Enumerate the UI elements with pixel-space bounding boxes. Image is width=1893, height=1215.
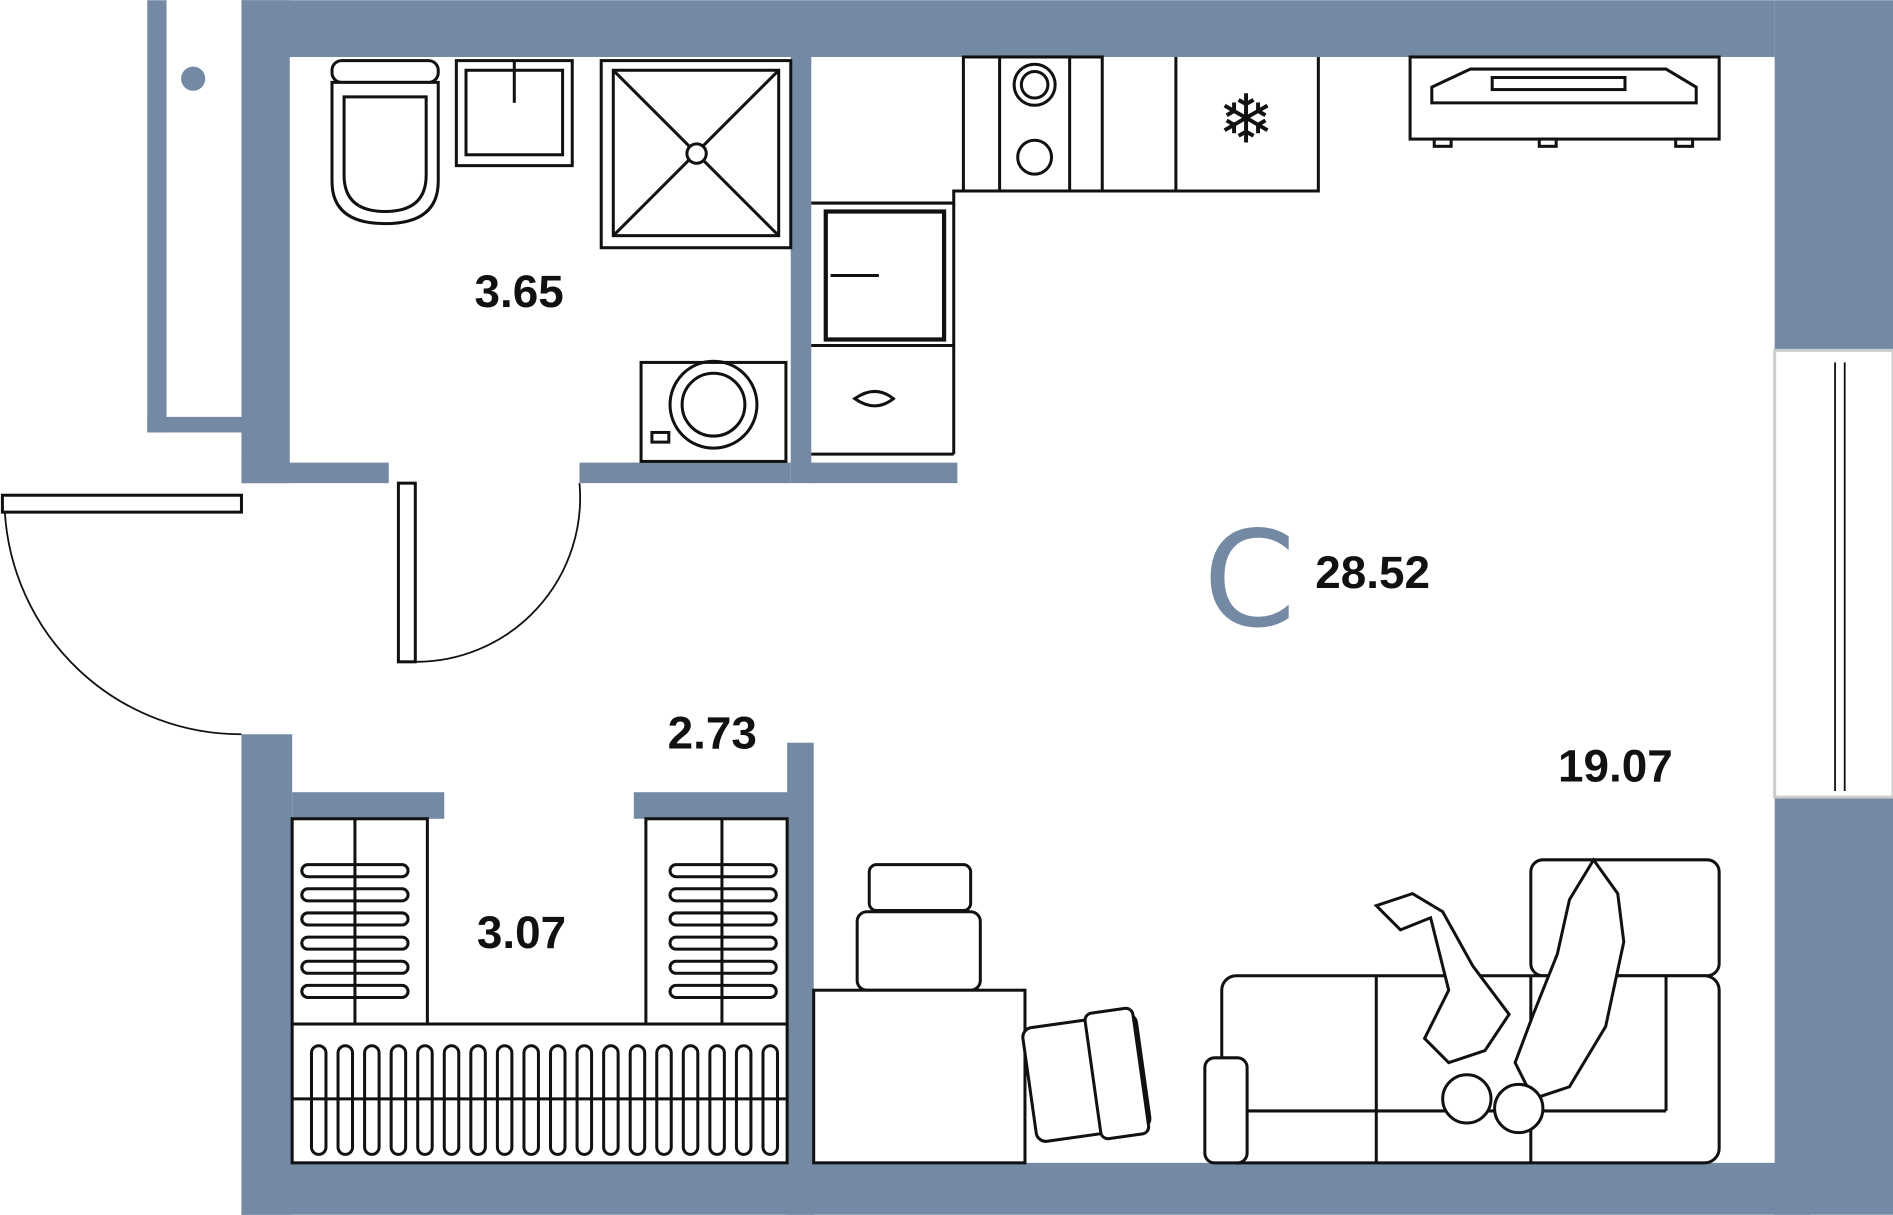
sink (454, 59, 574, 168)
washing-machine (639, 359, 788, 463)
people-figures (1373, 857, 1626, 1135)
desk (812, 863, 1152, 1165)
wardrobe-area: 3.07 (477, 906, 566, 958)
apartment-type-label: C (1203, 504, 1296, 658)
snowflake-icon: ❄ (1218, 80, 1275, 159)
walls (147, 0, 1893, 1215)
toilet (330, 59, 440, 226)
bathroom-area: 3.65 (474, 265, 563, 317)
wardrobe (290, 817, 789, 1165)
total-area: 28.52 (1315, 546, 1430, 598)
tv-stand (1408, 55, 1721, 148)
living-area: 19.07 (1558, 739, 1673, 791)
shower (599, 59, 793, 250)
entrance-door (0, 493, 243, 736)
bathroom-door (396, 481, 581, 664)
kitchen: ❄ (811, 55, 1320, 456)
window (1773, 348, 1893, 799)
hall-area: 2.73 (668, 707, 757, 759)
